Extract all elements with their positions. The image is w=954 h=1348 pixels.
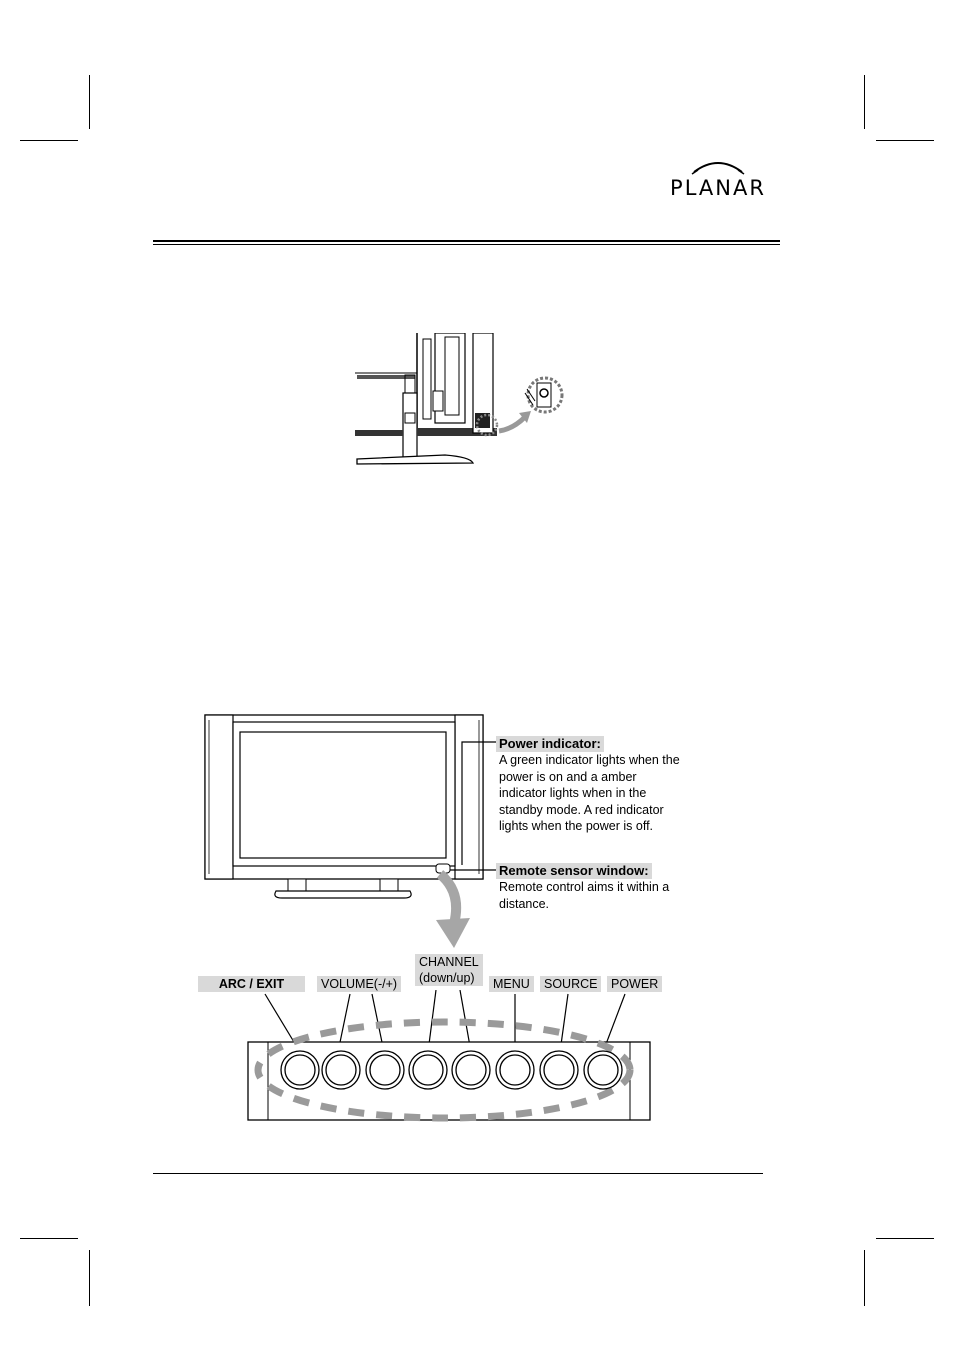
- planar-logo-text: PLANAR: [656, 176, 780, 200]
- label-channel-line2: (down/up): [419, 970, 479, 986]
- crop-mark-bottom-left-v: [89, 1250, 90, 1306]
- remote-sensor-description: Remote control aims it within a distance…: [499, 879, 681, 912]
- power-indicator-description: A green indicator lights when the power …: [499, 752, 685, 835]
- side-view-illustration: [355, 333, 570, 473]
- footer-rule: [153, 1173, 763, 1174]
- crop-mark-top-right-h: [876, 140, 934, 141]
- planar-logo-arc: [690, 158, 746, 176]
- crop-mark-bottom-left-h: [20, 1238, 78, 1239]
- crop-mark-bottom-right-h: [876, 1238, 934, 1239]
- label-channel-line1: CHANNEL: [419, 954, 479, 970]
- crop-mark-bottom-right-v: [864, 1250, 865, 1306]
- header-rule: [153, 240, 780, 242]
- crop-mark-top-left-h: [20, 140, 78, 141]
- crop-mark-top-right-v: [864, 75, 865, 129]
- header-rule-thin: [153, 244, 780, 245]
- control-button-strip: [240, 990, 660, 1130]
- crop-mark-top-left-v: [89, 75, 90, 129]
- label-channel: CHANNEL (down/up): [415, 954, 483, 986]
- callout-connectors: [448, 735, 503, 880]
- power-indicator-title: Power indicator:: [496, 736, 604, 752]
- remote-sensor-title: Remote sensor window:: [496, 863, 652, 879]
